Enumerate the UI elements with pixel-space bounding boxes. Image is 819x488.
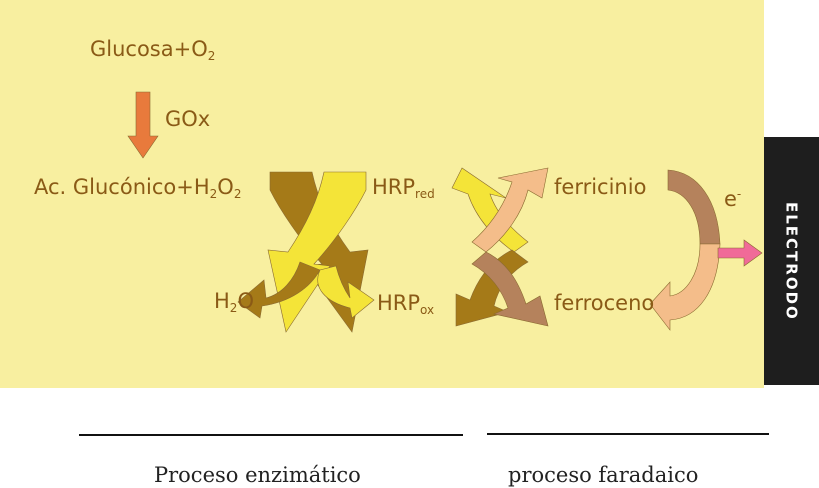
electron-label: e- <box>724 187 742 211</box>
electrode-block <box>764 137 819 385</box>
h2o-label: H2O <box>214 289 254 315</box>
electrode-label: ELECTRODO <box>782 201 801 321</box>
enzyme-crossing-arrow-left <box>237 261 321 319</box>
electron-flow-arrow <box>717 239 763 267</box>
enzyme-crossing-arrow-right <box>317 265 375 319</box>
hrp-crossing-arrow-brown <box>471 251 549 327</box>
glucosa-o2-label: Glucosa+O2 <box>90 37 216 63</box>
gox-reaction-arrow <box>127 91 159 159</box>
hrp-red-label: HRPred <box>372 175 435 201</box>
gox-label: GOx <box>165 107 211 131</box>
ferroceno-label: ferroceno <box>554 291 655 315</box>
hrp-ox-label: HRPox <box>377 291 435 317</box>
acido-gluconico-label: Ac. Glucónico+H2O2 <box>34 175 242 201</box>
hrp-crossing-arrow-peach <box>471 167 549 253</box>
diagram-background <box>0 0 764 388</box>
ferroceno-return-arrow <box>649 243 721 331</box>
faradaic-process-caption: proceso faradaico <box>508 463 699 487</box>
enzymatic-process-caption: Proceso enzimático <box>154 463 361 487</box>
ferricinio-label: ferricinio <box>554 175 647 199</box>
hrp-crossing-arrow-bottom <box>455 249 529 327</box>
